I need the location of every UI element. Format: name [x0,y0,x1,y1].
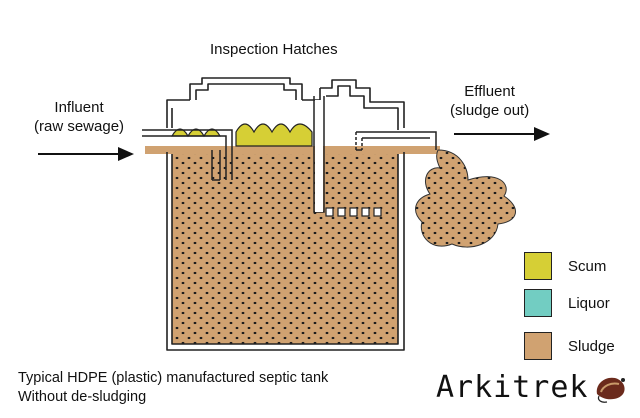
influent-label: Influent (raw sewage) [34,98,124,136]
brand-logo: Arkitrek [436,370,629,405]
sludge-layer [145,146,440,344]
caption-line1: Typical HDPE (plastic) manufactured sept… [18,370,329,386]
effluent-label: Effluent (sludge out) [450,82,529,120]
outlet-pipe [355,131,437,151]
sludge-discharge [415,149,516,248]
effluent-arrow [454,127,550,141]
caption-line2: Without de-sludging [18,389,147,405]
transfer-slots [325,207,382,217]
scum-swatch [524,252,552,280]
scum-layer [170,123,313,147]
influent-arrow [38,147,134,161]
legend-label-liquor: Liquor [568,294,610,312]
caption: Typical HDPE (plastic) manufactured sept… [18,369,328,407]
legend-item-sludge: Sludge [524,332,615,360]
brand-name: Arkitrek [436,370,589,405]
inlet-pipe [142,129,233,181]
legend-label-scum: Scum [568,257,607,275]
inspection-hatches-label: Inspection Hatches [210,41,338,58]
effluent-line2: (sludge out) [450,102,530,119]
legend-label-sludge: Sludge [568,337,615,355]
baffle-gap [315,100,323,212]
seed-pod-icon [596,377,625,403]
influent-line2: (raw sewage) [34,118,125,135]
liquor-swatch [524,289,552,317]
tank-walls [166,77,405,351]
sludge-swatch [524,332,552,360]
legend-item-scum: Scum [524,252,606,280]
legend-item-liquor: Liquor [524,289,610,317]
effluent-line1: Effluent [464,83,515,100]
influent-line1: Influent [54,99,104,116]
